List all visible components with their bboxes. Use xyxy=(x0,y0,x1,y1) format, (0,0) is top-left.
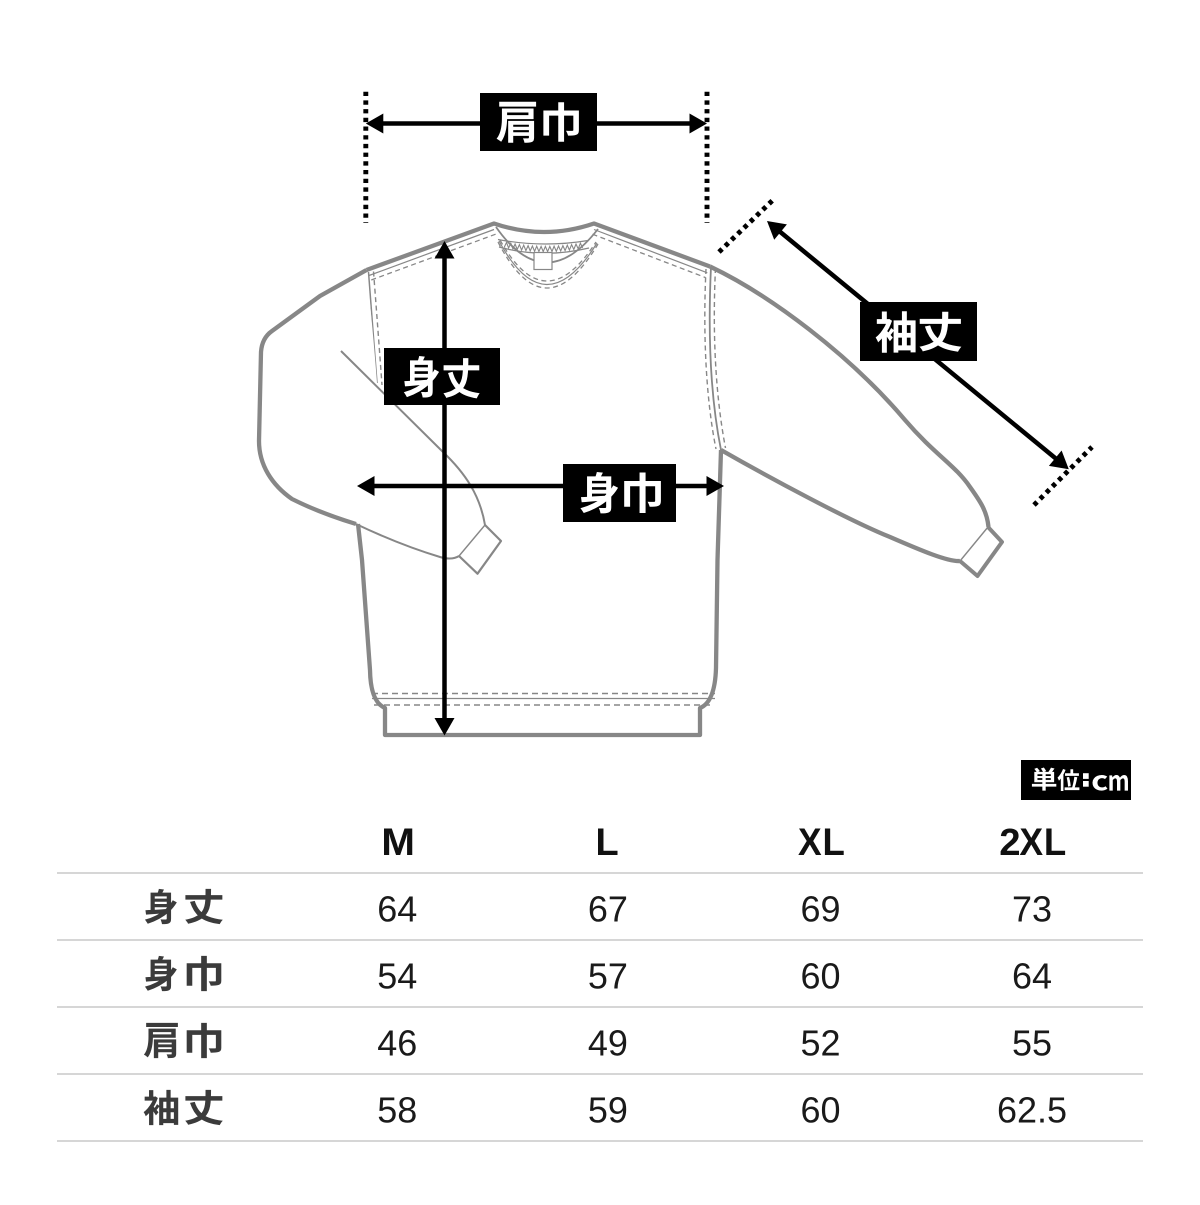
svg-text:60: 60 xyxy=(800,955,840,996)
svg-text:49: 49 xyxy=(588,1022,628,1063)
svg-text:54: 54 xyxy=(377,955,417,996)
svg-text:73: 73 xyxy=(1012,888,1052,929)
svg-text:69: 69 xyxy=(800,888,840,929)
svg-text:59: 59 xyxy=(588,1089,628,1130)
svg-text:62.5: 62.5 xyxy=(997,1089,1067,1130)
svg-text:57: 57 xyxy=(588,955,628,996)
svg-text:60: 60 xyxy=(800,1089,840,1130)
svg-text:58: 58 xyxy=(377,1089,417,1130)
svg-text:67: 67 xyxy=(588,888,628,929)
svg-text:46: 46 xyxy=(377,1022,417,1063)
svg-text:64: 64 xyxy=(377,888,417,929)
svg-text:52: 52 xyxy=(800,1022,840,1063)
svg-text:55: 55 xyxy=(1012,1022,1052,1063)
svg-text:64: 64 xyxy=(1012,955,1052,996)
